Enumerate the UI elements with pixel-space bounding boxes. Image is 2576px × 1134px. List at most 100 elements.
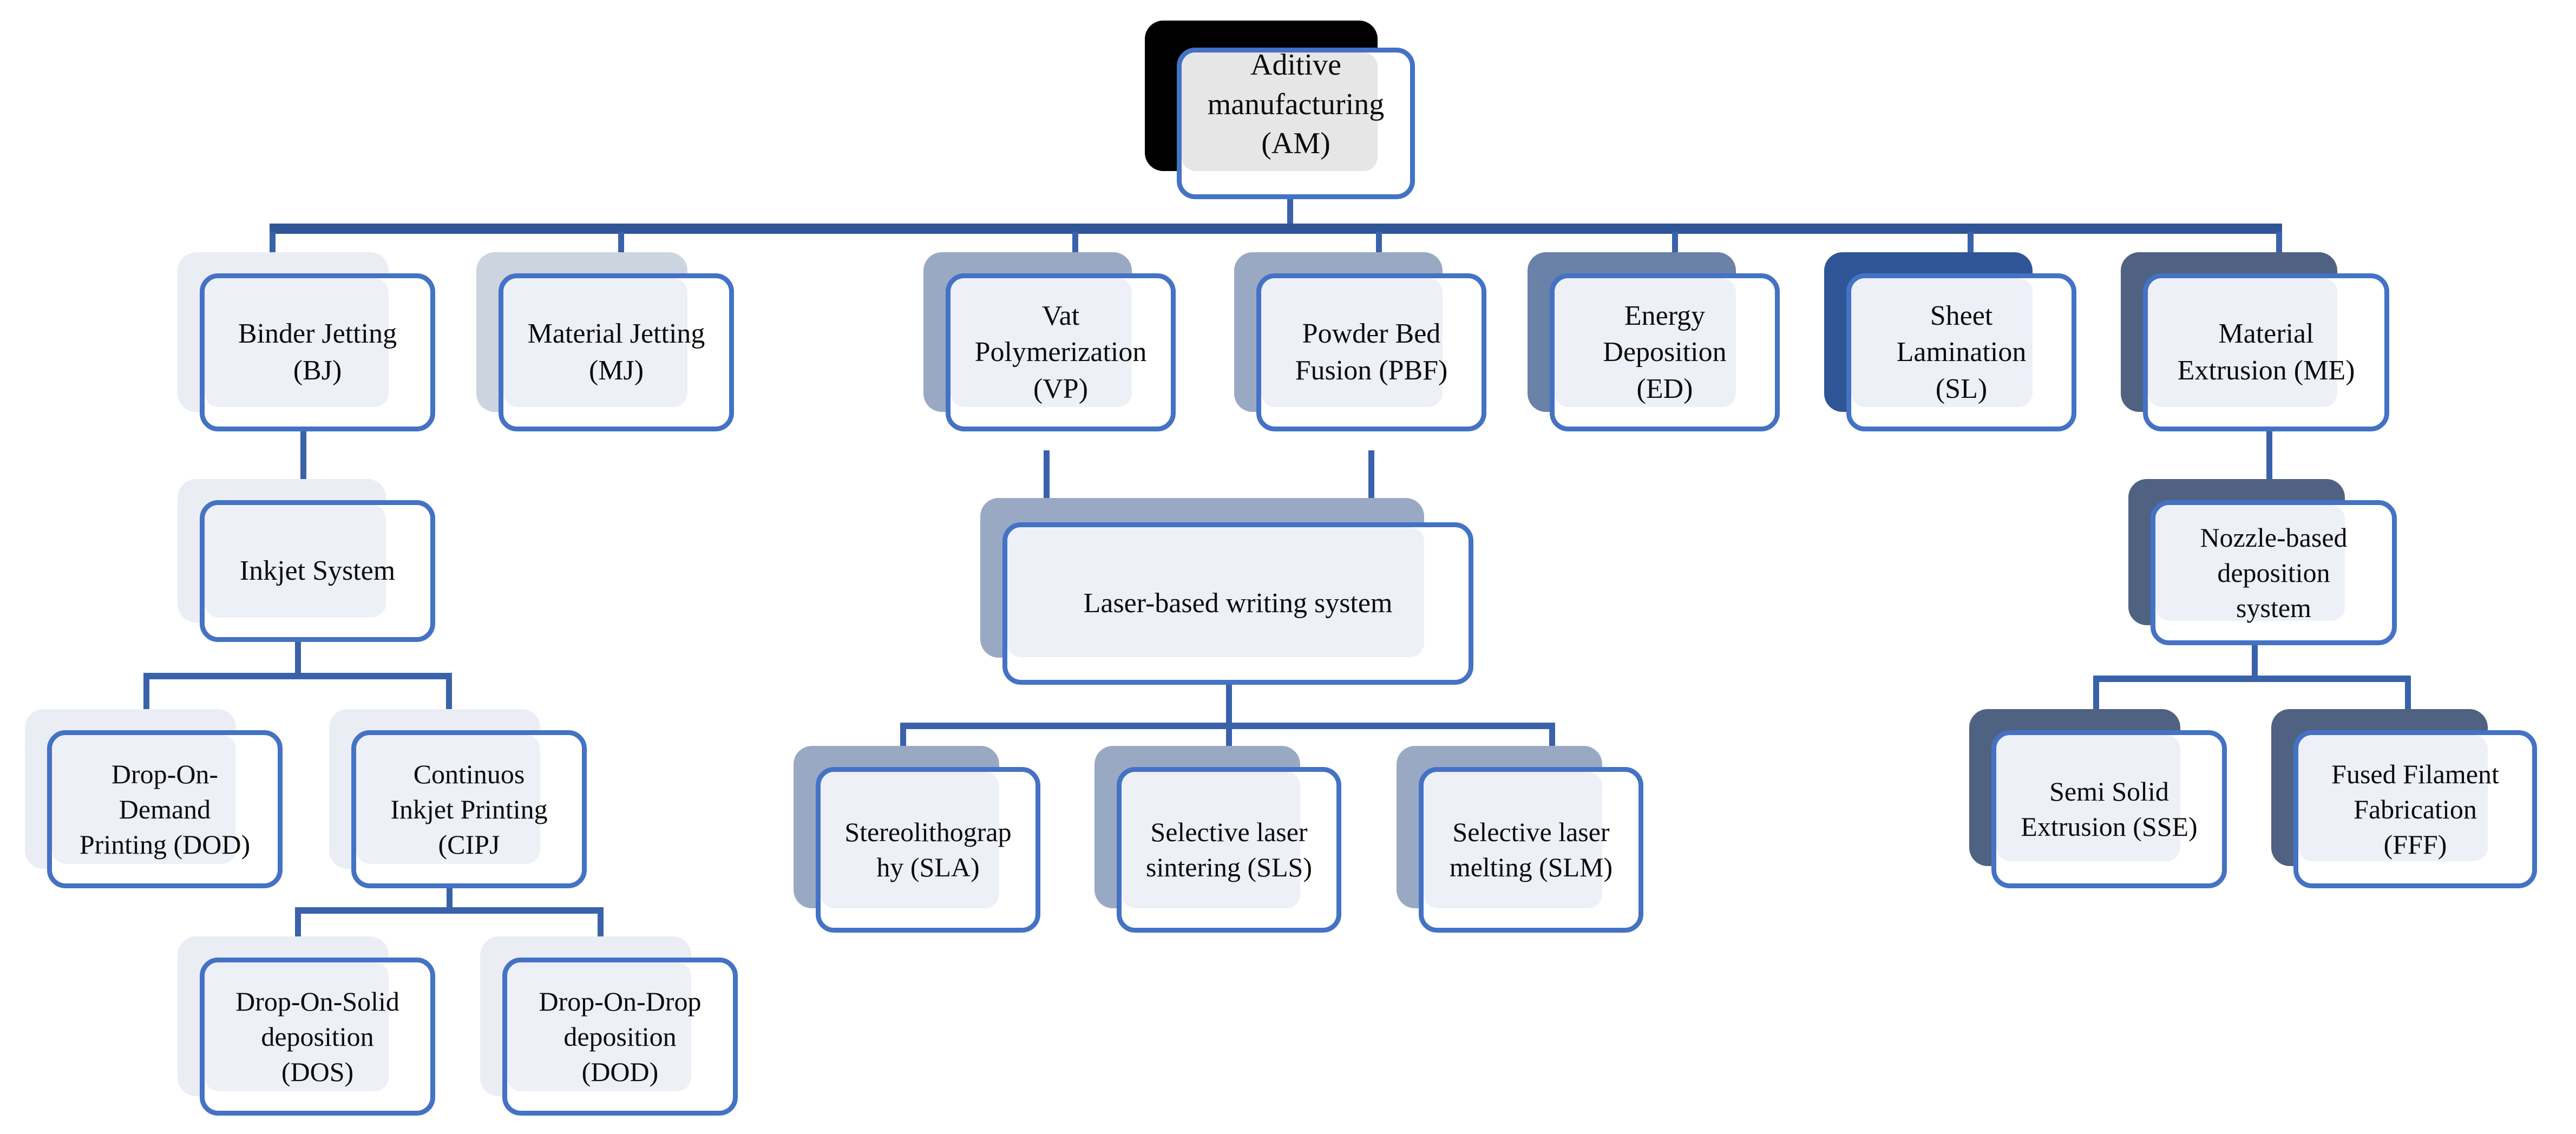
- node-text-wrap: Energy Deposition (ED): [1550, 273, 1780, 431]
- node-fill: [1182, 53, 1378, 171]
- node-stereolithography[interactable]: Stereolithograp hy (SLA): [794, 746, 1064, 933]
- node-fill: [2155, 505, 2345, 621]
- connector-inkjet-drop-cipj: [446, 673, 452, 712]
- node-fill: [507, 962, 691, 1091]
- connector-bus-drop-mj: [618, 232, 624, 268]
- connector-laser-drop-slm: [1549, 723, 1555, 766]
- node-fill: [52, 735, 236, 864]
- connector-laser-drop-sla: [900, 723, 906, 766]
- connector-cipj-drop-dos: [295, 907, 301, 940]
- node-label: Drop-On-Solid deposition (DOS): [235, 986, 399, 1087]
- connector-nbds-bar: [2093, 676, 2411, 682]
- node-label: Stereolithograp hy (SLA): [844, 817, 1012, 882]
- node-semi-solid-extrusion[interactable]: Semi Solid Extrusion (SSE): [1969, 709, 2251, 888]
- connector-bus-drop-pbf: [1376, 232, 1382, 268]
- connector-nbds-drop-sse: [2093, 676, 2099, 715]
- node-selective-laser-melting[interactable]: Selective laser melting (SLM): [1397, 746, 1667, 933]
- node-additive-manufacturing[interactable]: Aditive manufacturing (AM): [1145, 21, 1415, 199]
- node-fill: [2148, 278, 2337, 407]
- node-fill: [356, 735, 540, 864]
- node-material-extrusion[interactable]: Material Extrusion (ME): [2121, 252, 2413, 431]
- node-text-wrap: Drop-On-Solid deposition (DOS): [200, 958, 435, 1116]
- node-fill: [205, 505, 386, 618]
- node-text-wrap: Vat Polymerization (VP): [946, 273, 1176, 431]
- node-energy-deposition[interactable]: Energy Deposition (ED): [1528, 252, 1804, 431]
- connector-bj-to-inkjet: [300, 417, 306, 499]
- node-powder-bed-fusion[interactable]: Powder Bed Fusion (PBF): [1234, 252, 1510, 431]
- node-text-wrap: Inkjet System: [200, 500, 435, 642]
- node-text-wrap: Stereolithograp hy (SLA): [816, 767, 1040, 933]
- node-label: Continuos Inkjet Printing (CIPJ: [390, 758, 548, 860]
- connector-nbds-stem: [2252, 641, 2258, 679]
- node-text-wrap: Laser-based writing system: [1002, 522, 1473, 685]
- node-text-wrap: Continuos Inkjet Printing (CIPJ: [351, 730, 587, 888]
- node-fill: [1424, 772, 1602, 908]
- node-label: Fused Filament Fabrication (FFF): [2331, 758, 2499, 860]
- node-text-wrap: Material Jetting (MJ): [499, 273, 734, 431]
- node-text-wrap: Material Extrusion (ME): [2143, 273, 2389, 431]
- node-label: Binder Jetting (BJ): [238, 318, 397, 386]
- node-text-wrap: Drop-On- Demand Printing (DOD): [47, 730, 283, 888]
- node-drop-on-solid-deposition[interactable]: Drop-On-Solid deposition (DOS): [178, 936, 459, 1116]
- connector-bus-drop-sl: [1968, 232, 1974, 268]
- node-material-jetting[interactable]: Material Jetting (MJ): [476, 252, 758, 431]
- node-label: Powder Bed Fusion (PBF): [1295, 318, 1448, 386]
- node-label: Drop-On-Drop deposition (DOD): [539, 986, 702, 1087]
- connector-laser-drop-sls: [1226, 723, 1232, 766]
- node-label: Inkjet System: [239, 555, 396, 587]
- connector-cipj-drop-dod2: [598, 907, 604, 940]
- connector-vp-down: [1044, 450, 1050, 536]
- connector-inkjet-stem: [295, 631, 301, 675]
- node-text-wrap: Drop-On-Drop deposition (DOD): [502, 958, 738, 1116]
- node-sheet-lamination[interactable]: Sheet Lamination (SL): [1824, 252, 2100, 431]
- connector-bus-drop-vp: [1072, 232, 1078, 268]
- node-fill: [1007, 527, 1424, 657]
- node-fill: [2298, 735, 2488, 861]
- node-fill: [205, 962, 389, 1091]
- node-fused-filament-fabrication[interactable]: Fused Filament Fabrication (FFF): [2271, 709, 2564, 888]
- node-text-wrap: Sheet Lamination (SL): [1846, 273, 2076, 431]
- node-label: Selective laser melting (SLM): [1449, 817, 1613, 882]
- connector-inkjet-drop-dod: [143, 673, 149, 712]
- node-inkjet-system[interactable]: Inkjet System: [178, 479, 459, 642]
- connector-bus-drop-ed: [1672, 232, 1678, 268]
- node-text-wrap: Powder Bed Fusion (PBF): [1256, 273, 1486, 431]
- connector-cipj-stem: [447, 870, 453, 909]
- node-text-wrap: Fused Filament Fabrication (FFF): [2293, 730, 2537, 888]
- node-label: Aditive manufacturing (AM): [1207, 48, 1385, 161]
- node-fill: [1261, 278, 1443, 407]
- node-nozzle-based-deposition-system[interactable]: Nozzle-based deposition system: [2128, 479, 2421, 647]
- node-label: Nozzle-based deposition system: [2200, 522, 2348, 623]
- node-text-wrap: Aditive manufacturing (AM): [1177, 48, 1415, 161]
- node-label: Semi Solid Extrusion (SSE): [2021, 776, 2198, 842]
- node-fill: [1122, 772, 1300, 908]
- node-laser-based-writing-system[interactable]: Laser-based writing system: [980, 498, 1473, 685]
- node-label: Material Jetting (MJ): [527, 318, 705, 386]
- connector-bus-drop-me: [2276, 232, 2282, 268]
- connector-pbf-down: [1368, 450, 1374, 536]
- connector-me-to-nbds: [2266, 417, 2272, 499]
- connector-main-bus: [270, 224, 2282, 234]
- node-label: Energy Deposition (ED): [1603, 300, 1727, 404]
- connector-laser-stem: [1226, 677, 1232, 725]
- node-label: Material Extrusion (ME): [2177, 318, 2355, 386]
- node-text-wrap: Selective laser melting (SLM): [1419, 767, 1643, 933]
- node-fill: [1555, 278, 1736, 407]
- node-binder-jetting[interactable]: Binder Jetting (BJ): [178, 252, 459, 431]
- connector-am-stem: [1287, 196, 1293, 230]
- node-text-wrap: Semi Solid Extrusion (SSE): [1991, 730, 2227, 888]
- connector-cipj-bar: [295, 907, 604, 914]
- node-drop-on-drop-deposition[interactable]: Drop-On-Drop deposition (DOD): [480, 936, 762, 1116]
- node-label: Selective laser sintering (SLS): [1146, 817, 1312, 882]
- node-fill: [821, 772, 999, 908]
- node-fill: [205, 278, 389, 407]
- node-vat-polymerization[interactable]: Vat Polymerization (VP): [923, 252, 1199, 431]
- node-label: Laser-based writing system: [1083, 588, 1393, 619]
- node-selective-laser-sintering[interactable]: Selective laser sintering (SLS): [1094, 746, 1365, 933]
- connector-bus-drop-bj: [270, 232, 276, 268]
- connector-inkjet-bar: [143, 673, 452, 679]
- node-text-wrap: Selective laser sintering (SLS): [1117, 767, 1341, 933]
- node-continuous-inkjet-printing[interactable]: Continuos Inkjet Printing (CIPJ: [329, 709, 611, 888]
- node-drop-on-demand-printing[interactable]: Drop-On- Demand Printing (DOD): [25, 709, 306, 888]
